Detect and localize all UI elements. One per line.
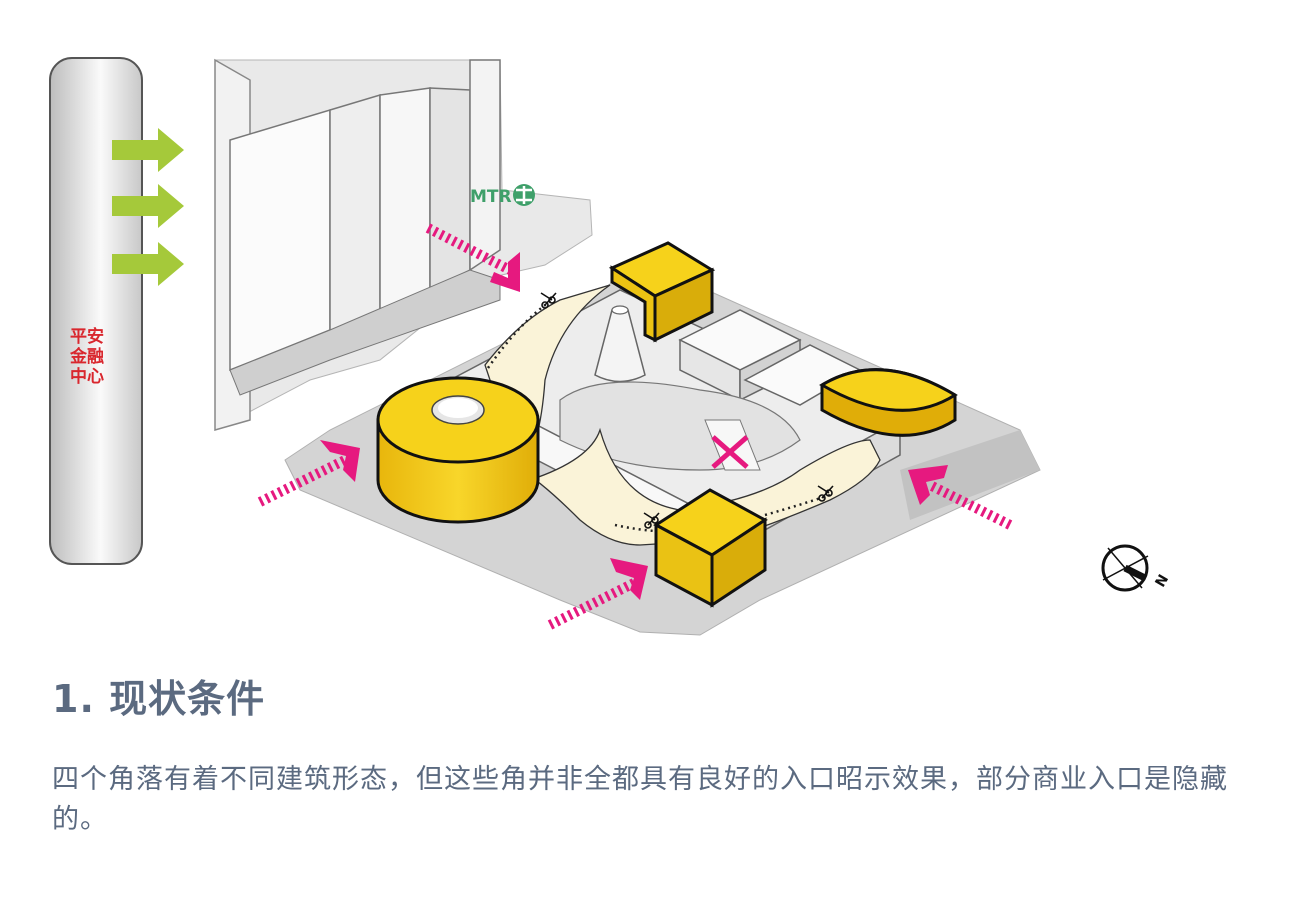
compass-letter: N xyxy=(1152,572,1172,590)
scissor-icons xyxy=(540,292,834,529)
mtr-logo: MTR xyxy=(470,184,535,207)
entrance-markers xyxy=(257,223,1013,630)
entrance-arrow-icon xyxy=(908,465,1013,530)
mtr-logo-text: MTR xyxy=(470,187,512,207)
scissor-icon xyxy=(540,292,557,309)
tower-label-line-3: 中心 xyxy=(70,366,104,387)
tower-label-line-2: 金融 xyxy=(69,346,104,367)
yellow-cube xyxy=(653,488,768,608)
yellow-cylinder xyxy=(376,376,540,524)
yellow-lens xyxy=(819,368,958,437)
green-arrows xyxy=(112,128,184,286)
section-description: 四个角落有着不同建筑形态，但这些角并非全都具有良好的入口昭示效果，部分商业入口是… xyxy=(52,764,1228,835)
yellow-box-top xyxy=(608,241,716,343)
green-arrow-icon xyxy=(112,184,184,228)
green-arrow-icon xyxy=(112,128,184,172)
blocked-entrance-icon xyxy=(711,435,749,469)
site-ground-edge xyxy=(900,430,1040,520)
scissor-icon xyxy=(643,512,660,529)
entrance-arrow-icon xyxy=(257,440,360,507)
ping-an-tower: 平安 金融 中心 xyxy=(49,57,143,565)
section-title: 1. 现状条件 xyxy=(52,677,266,721)
site-analysis-diagram: 平安 金融 中心 MTR xyxy=(49,57,1172,636)
north-compass-icon: N xyxy=(1101,544,1172,592)
entrance-arrow-icon xyxy=(425,223,520,292)
background-buildings xyxy=(214,58,593,431)
green-arrow-icon xyxy=(112,242,184,286)
tower-label-line-1: 平安 xyxy=(70,326,104,347)
entrance-arrow-icon xyxy=(547,558,648,630)
scissor-icon xyxy=(817,485,834,502)
